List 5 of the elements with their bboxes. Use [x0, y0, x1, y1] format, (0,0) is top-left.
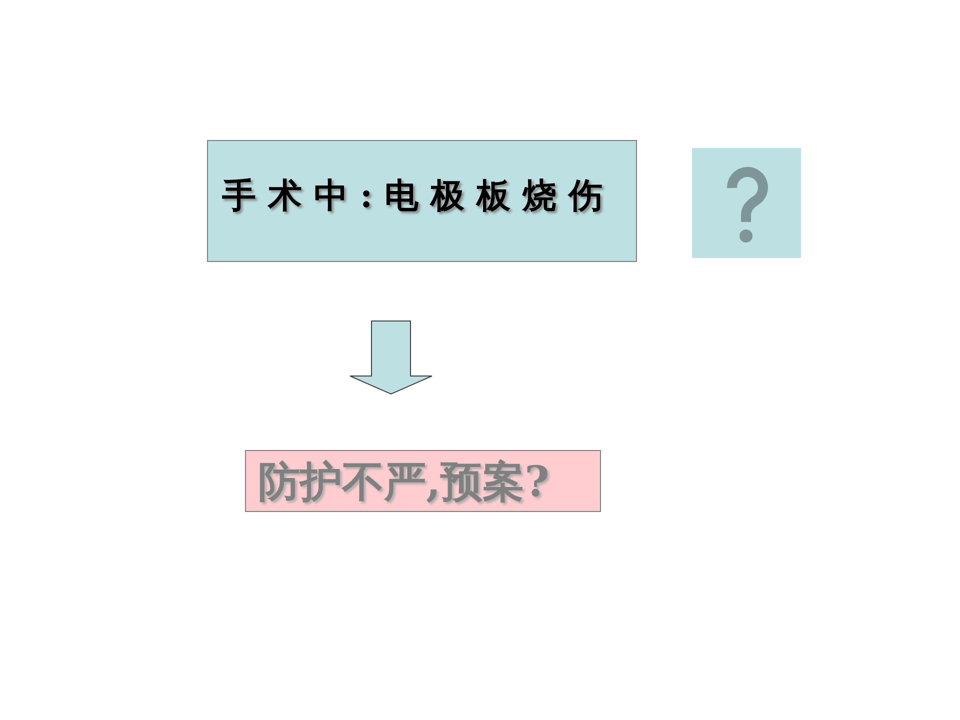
process-box — [245, 450, 601, 512]
block-arrow — [350, 320, 432, 395]
box-label: 手术中:电极板烧伤 — [222, 176, 615, 216]
box-label: 防护不严,预案? — [258, 458, 550, 506]
process-box — [207, 140, 637, 262]
